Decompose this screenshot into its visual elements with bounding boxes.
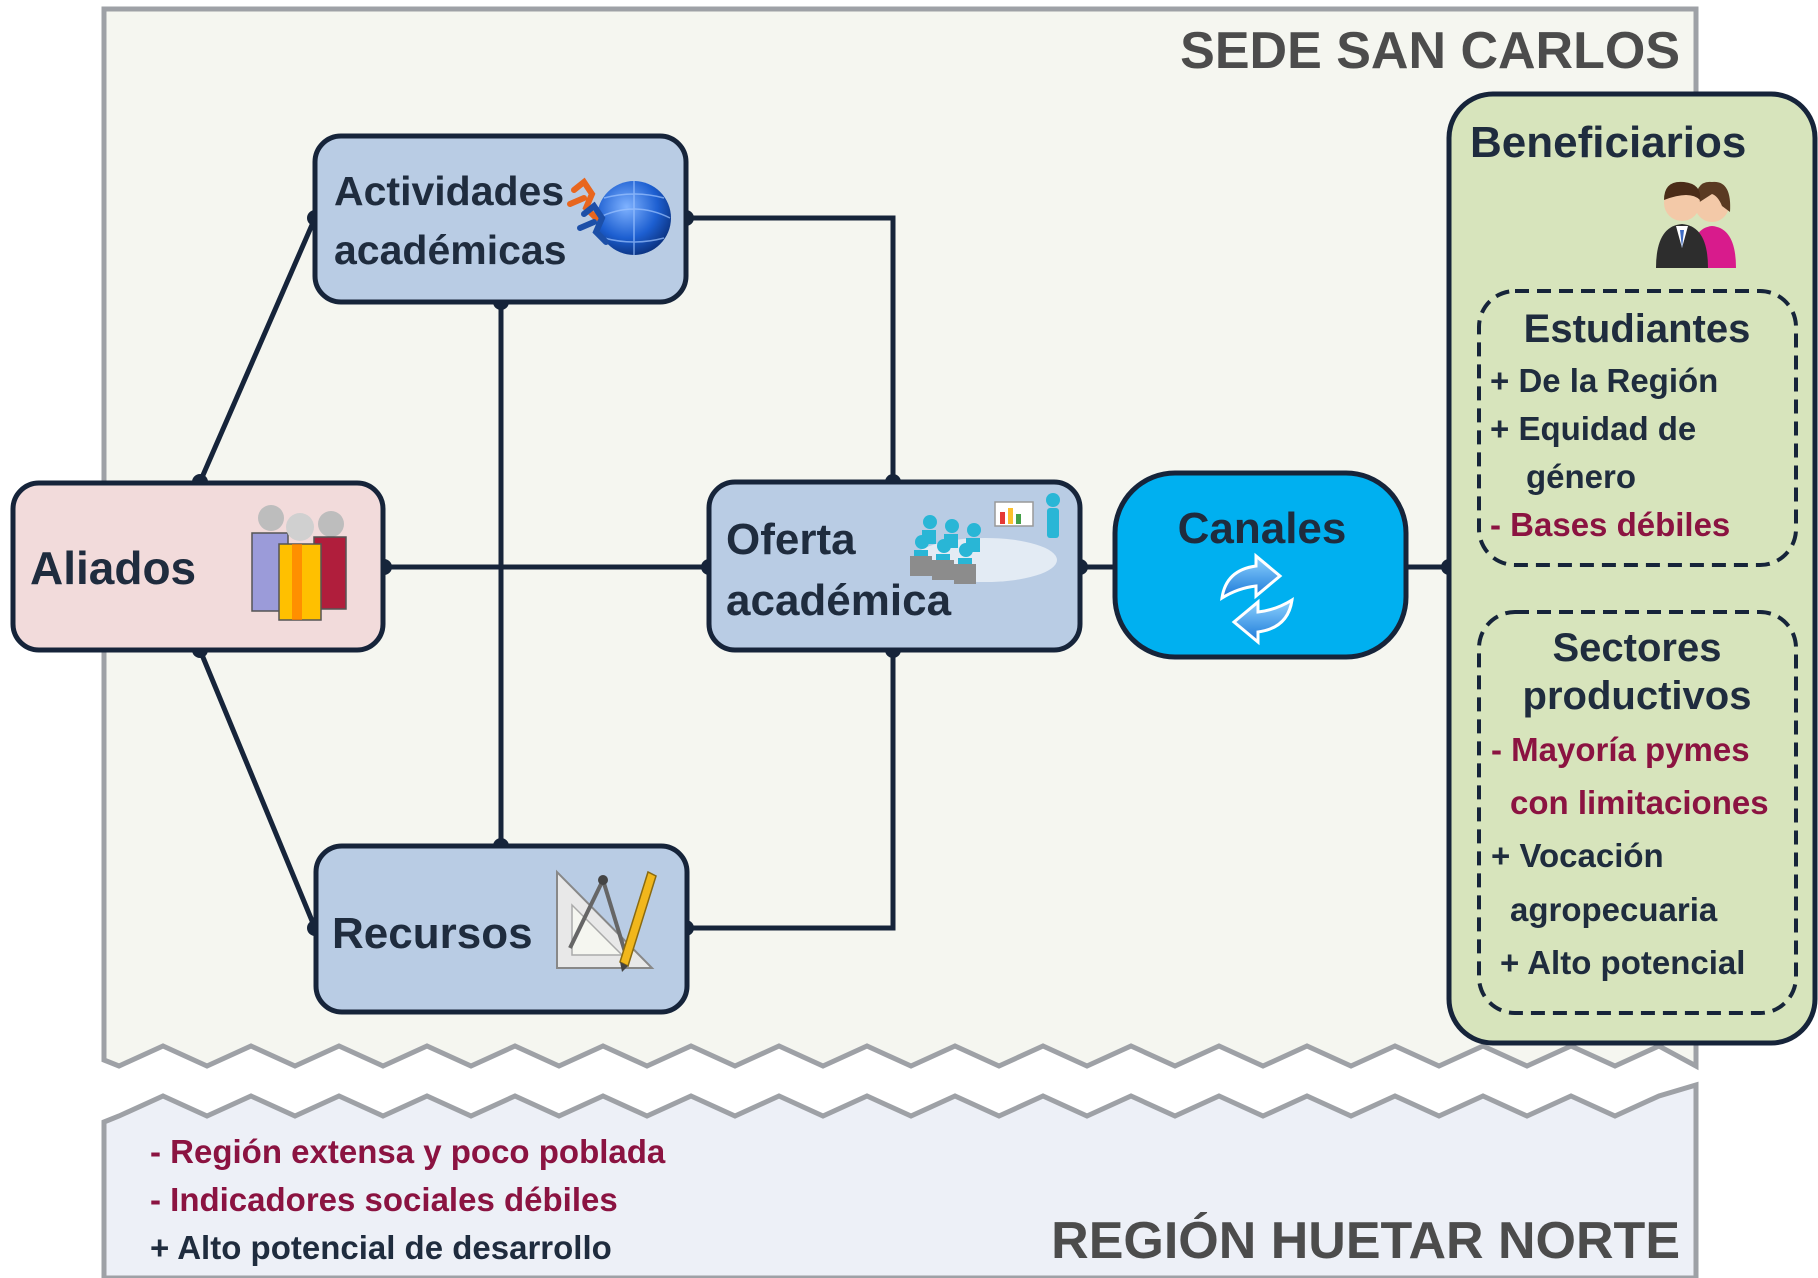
refresh-arrows-icon — [1220, 552, 1294, 646]
globe-runners-icon — [567, 177, 671, 255]
estudiantes-item: + De la Región — [1490, 362, 1718, 399]
node-beneficiarios[interactable]: Beneficiarios — [1446, 91, 1818, 1046]
connector-actividades-oferta — [686, 215, 896, 482]
sectores-item: con limitaciones — [1510, 784, 1769, 821]
actividades-label-2: académicas — [334, 227, 567, 273]
estudiantes-title: Estudiantes — [1524, 307, 1751, 351]
estudiantes-item: género — [1526, 458, 1636, 495]
node-canales[interactable]: Canales — [1112, 470, 1409, 660]
node-aliados[interactable]: Aliados — [10, 480, 386, 653]
actividades-label-1: Actividades — [334, 168, 564, 214]
aliados-label: Aliados — [30, 542, 196, 594]
group-sectores: Sectores productivos - Mayoría pymes con… — [1477, 610, 1798, 1015]
beneficiarios-title: Beneficiarios — [1470, 118, 1746, 167]
connector-aliados-actividades — [197, 217, 318, 483]
sede-title: SEDE SAN CARLOS — [1180, 22, 1680, 80]
sectores-item: + Vocación — [1491, 837, 1664, 874]
node-actividades[interactable]: Actividades académicas — [312, 133, 689, 305]
connector-aliados-recursos — [197, 649, 318, 929]
estudiantes-item: - Bases débiles — [1490, 506, 1730, 543]
node-oferta[interactable]: Oferta académica — [706, 479, 1083, 653]
region-point: - Región extensa y poco poblada — [150, 1133, 666, 1170]
classroom-presentation-icon — [910, 493, 1060, 584]
region-title: REGIÓN HUETAR NORTE — [1051, 1212, 1680, 1270]
sectores-item: - Mayoría pymes — [1491, 731, 1750, 768]
canales-label: Canales — [1178, 504, 1347, 553]
region-points: - Región extensa y poco poblada - Indica… — [150, 1133, 666, 1266]
sectores-title-1: Sectores — [1553, 626, 1722, 670]
node-recursos[interactable]: Recursos — [313, 843, 690, 1015]
group-estudiantes: Estudiantes + De la Región + Equidad de … — [1477, 289, 1798, 567]
connector-recursos-oferta — [686, 650, 896, 931]
oferta-label-2: académica — [726, 576, 952, 625]
region-point: - Indicadores sociales débiles — [150, 1181, 618, 1218]
recursos-label: Recursos — [332, 909, 533, 958]
drafting-tools-icon — [556, 869, 657, 972]
region-point: + Alto potencial de desarrollo — [150, 1229, 612, 1266]
region-background — [101, 1081, 1699, 1278]
sectores-item: agropecuaria — [1510, 891, 1718, 928]
sectores-item: + Alto potencial — [1500, 944, 1745, 981]
sectores-title-2: productivos — [1523, 674, 1752, 718]
oferta-label-1: Oferta — [726, 515, 856, 564]
people-group-icon — [251, 505, 347, 621]
estudiantes-item: + Equidad de — [1490, 410, 1696, 447]
users-couple-icon — [1656, 181, 1736, 268]
